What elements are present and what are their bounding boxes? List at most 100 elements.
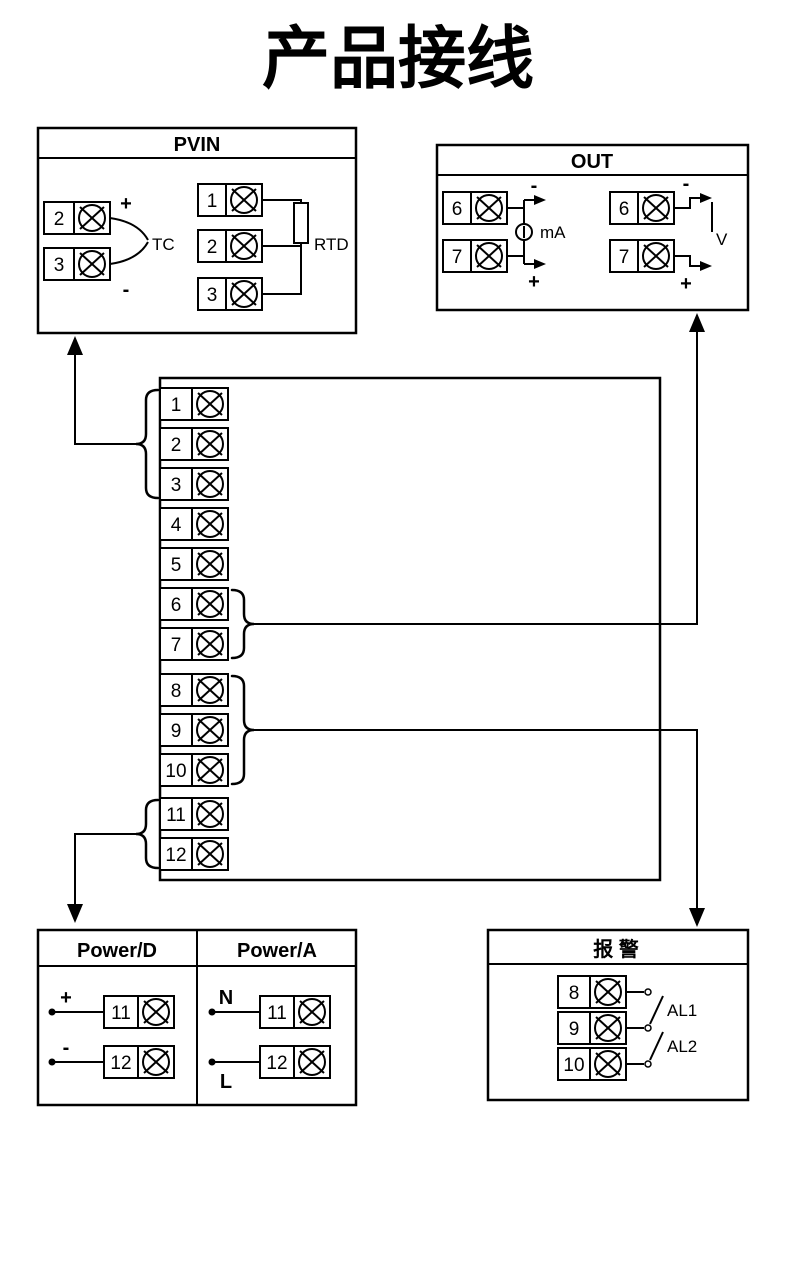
v-terminal-6-cell	[609, 191, 639, 225]
v-terminal-7-number: 7	[619, 247, 630, 268]
al1-switch-blade	[649, 995, 664, 1025]
connections	[67, 313, 705, 927]
strip-row-4: 4	[159, 507, 229, 541]
rtd-terminal-2-number: 2	[207, 237, 218, 258]
tc-terminal-2-number: 2	[54, 209, 65, 230]
up-arrow-icon	[67, 336, 83, 355]
alarm-terminal-8-number: 8	[569, 983, 580, 1004]
screw-terminal-icon	[589, 1011, 627, 1045]
screw-terminal-icon	[137, 995, 175, 1029]
strip-terminal-7-cell	[159, 627, 193, 661]
screw-terminal-icon	[191, 753, 229, 787]
power-box: Power/D Power/A + 11 - 12 N 11	[36, 928, 358, 1107]
v-wire-bottom	[674, 255, 700, 267]
right-arrow-icon	[534, 195, 546, 205]
v-wire-top	[674, 197, 700, 209]
rtd-label: RTD	[314, 235, 349, 254]
strip-row-10: 10	[159, 753, 229, 787]
strip-terminal-6-cell	[159, 587, 193, 621]
strip-terminal-1-number: 1	[171, 395, 182, 416]
screw-terminal-icon	[191, 713, 229, 747]
screw-terminal-icon	[293, 995, 331, 1029]
out-v-group: 6 7 - + V	[609, 173, 728, 295]
out-border	[435, 143, 750, 312]
right-arrow-icon	[700, 193, 712, 203]
strip-border	[158, 376, 662, 882]
pvin-tc-group: 2 3 + - TC	[43, 193, 175, 301]
al2-label: AL2	[667, 1037, 697, 1056]
strip-row-12: 12	[159, 837, 229, 871]
right-arrow-icon	[534, 259, 546, 269]
pvin-box: PVIN 2 3 + - TC 1 2 3	[36, 126, 358, 335]
ma-minus-sign: -	[531, 175, 538, 197]
screw-terminal-icon	[73, 247, 111, 281]
rtd-wire-bottom	[262, 243, 302, 295]
power-d-minus-sign: -	[63, 1037, 70, 1059]
power-a-terminal-12-number: 12	[266, 1053, 287, 1074]
strip-terminal-2-number: 2	[171, 435, 182, 456]
strip-row-9: 9	[159, 713, 229, 747]
rtd-terminal-3-number: 3	[207, 285, 218, 306]
strip-terminal-10-cell	[159, 753, 193, 787]
wire-to-power	[74, 833, 136, 904]
bracket-terminals-1-3	[135, 388, 160, 500]
power-a-group: N 11 L 12	[208, 987, 331, 1093]
power-d-terminal-11-number: 11	[111, 1003, 131, 1024]
pvin-rtd-group: 1 2 3 RTD	[197, 183, 349, 311]
screw-terminal-icon	[470, 191, 508, 225]
power-a-l-label: L	[220, 1071, 232, 1093]
ma-plus-sign: +	[528, 271, 540, 293]
bracket-terminals-6-7	[230, 588, 255, 660]
v-plus-sign: +	[680, 273, 692, 295]
tc-plus-sign: +	[120, 193, 132, 215]
strip-row-7: 7	[159, 627, 229, 661]
bracket-terminals-8-10	[230, 674, 255, 786]
strip-row-11: 11	[159, 797, 229, 831]
tc-terminal-3-number: 3	[54, 255, 65, 276]
screw-terminal-icon	[293, 1045, 331, 1079]
strip-terminal-9-number: 9	[171, 721, 182, 742]
al2-switch-blade	[649, 1031, 664, 1061]
strip-terminal-6-number: 6	[171, 595, 182, 616]
strip-terminal-3-number: 3	[171, 475, 182, 496]
ma-terminal-6-number: 6	[452, 199, 463, 220]
tc-terminal-2-cell	[43, 201, 75, 235]
screw-terminal-icon	[637, 239, 675, 273]
ma-wires	[507, 207, 524, 257]
pvin-border	[36, 126, 358, 335]
screw-terminal-icon	[589, 975, 627, 1009]
power-d-terminal-12-number: 12	[110, 1053, 131, 1074]
strip-terminal-10-number: 10	[165, 761, 186, 782]
ma-terminal-7-cell	[442, 239, 472, 273]
ma-terminal-6-cell	[442, 191, 472, 225]
screw-terminal-icon	[191, 673, 229, 707]
screw-terminal-icon	[73, 201, 111, 235]
wire-to-out	[254, 332, 698, 625]
terminal-strip: 1 2 3 4 5 6 7	[158, 376, 662, 882]
right-arrow-icon	[700, 261, 712, 271]
alarm-border	[486, 928, 750, 1102]
v-label: V	[716, 230, 728, 249]
screw-terminal-icon	[191, 547, 229, 581]
screw-terminal-icon	[225, 229, 263, 263]
contact-point	[644, 1024, 652, 1032]
al1-label: AL1	[667, 1001, 697, 1020]
screw-terminal-icon	[191, 467, 229, 501]
power-d-title: Power/D	[77, 940, 157, 962]
power-d-terminal-12-cell	[103, 1045, 139, 1079]
screw-terminal-icon	[589, 1047, 627, 1081]
out-box: OUT 6 7 - + mA 6 7	[435, 143, 750, 312]
strip-terminal-9-cell	[159, 713, 193, 747]
page-title: 产品接线	[262, 21, 534, 97]
tc-minus-sign: -	[123, 279, 130, 301]
bracket-terminals-11-12	[135, 798, 160, 870]
strip-row-5: 5	[159, 547, 229, 581]
screw-terminal-icon	[637, 191, 675, 225]
alarm-terminal-8-cell	[557, 975, 591, 1009]
alarm-box: 报 警 8 9 10 AL1 AL2	[486, 928, 750, 1102]
screw-terminal-icon	[191, 797, 229, 831]
strip-terminal-12-cell	[159, 837, 193, 871]
power-a-n-label: N	[219, 987, 233, 1009]
alarm-terminal-9-number: 9	[569, 1019, 580, 1040]
